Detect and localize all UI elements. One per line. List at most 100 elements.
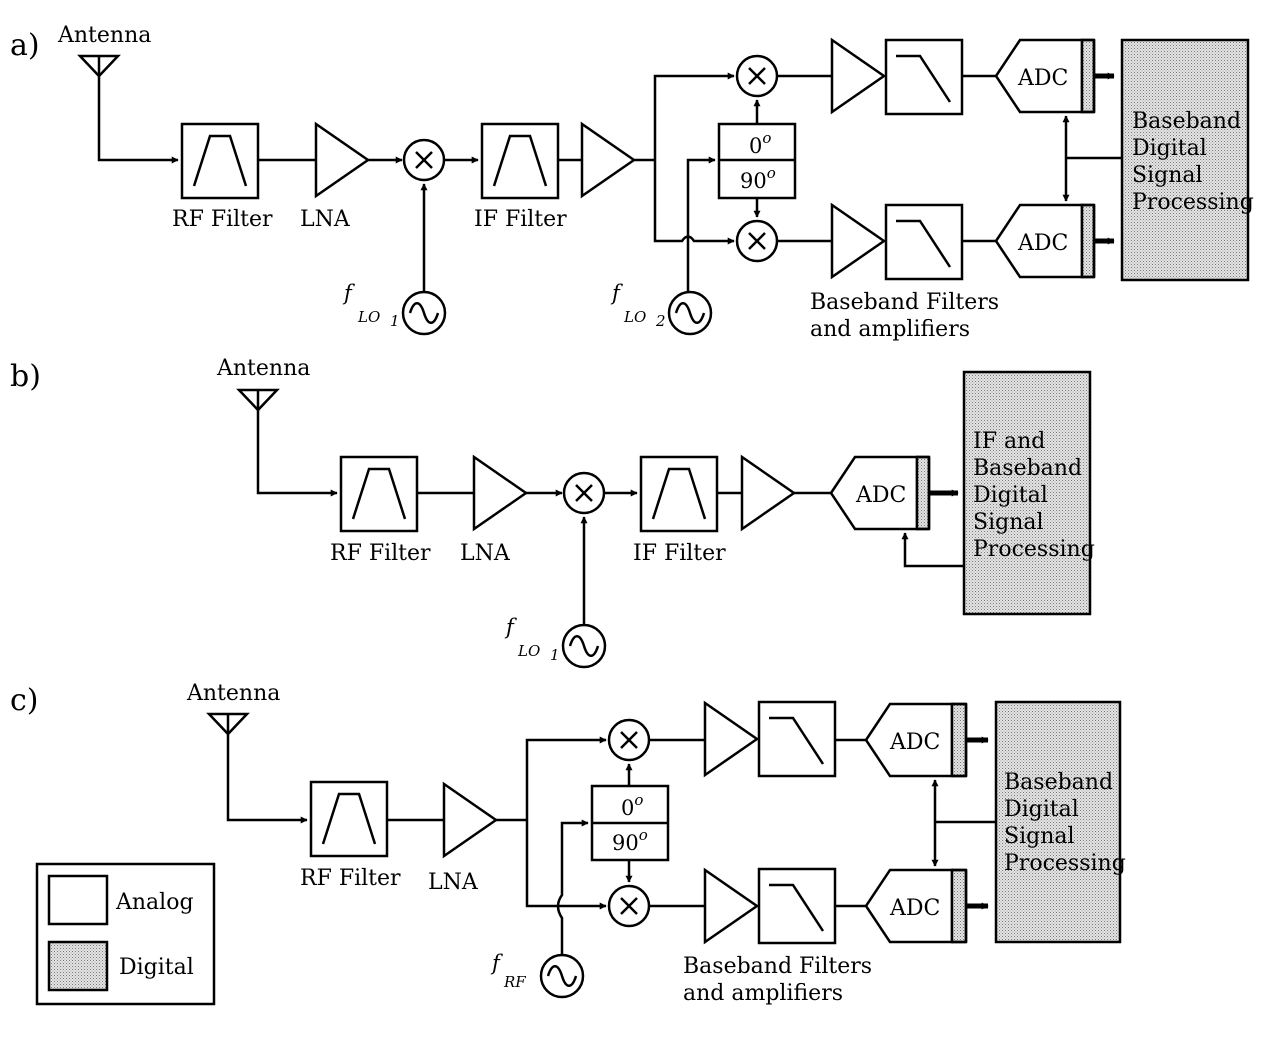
i-lowpass-filter-block <box>884 38 964 116</box>
phase-90-label: 90o <box>612 826 648 855</box>
adc-i-block <box>994 38 1096 114</box>
rf-filter-block <box>339 455 419 533</box>
bandpass-icon <box>192 134 248 187</box>
q-amplifier-icon <box>830 202 887 280</box>
bandpass-icon <box>321 792 377 845</box>
mixer-i-icon <box>735 54 779 98</box>
legend-analog-label: Analog <box>115 890 194 915</box>
antenna-icon <box>206 712 250 736</box>
dsp-line-1: Baseband <box>1132 109 1241 134</box>
lo1-subscript-number: 1 <box>390 312 400 330</box>
antenna-icon <box>236 388 280 412</box>
adc-block <box>829 455 931 531</box>
dsp-line-3: Signal <box>1004 824 1075 849</box>
if-filter-block <box>639 455 719 533</box>
legend-analog-swatch <box>47 874 109 926</box>
lowpass-icon <box>896 54 952 103</box>
bb-filters-label-1: Baseband Filters <box>810 290 999 315</box>
dsp-line-3: Signal <box>1132 163 1203 188</box>
dsp-line-4: Processing <box>1132 190 1254 215</box>
dsp-line-5: Processing <box>973 537 1095 562</box>
legend-digital-swatch <box>47 940 109 992</box>
lna-amplifier-icon <box>472 454 529 532</box>
legend-digital-label: Digital <box>119 955 194 980</box>
lo1-oscillator-icon <box>561 623 607 669</box>
adc-q-block <box>864 868 968 944</box>
legend: Analog Digital <box>35 862 216 1006</box>
mixer-q-icon <box>735 219 779 263</box>
rf-lo-label: f <box>490 951 503 975</box>
lo2-subscript: LO <box>623 308 646 326</box>
dsp-line-3: Digital <box>973 483 1048 508</box>
panel-label: b) <box>10 359 41 394</box>
adc-label: ADC <box>855 483 906 508</box>
dsp-line-1: IF and <box>973 429 1045 454</box>
lo1-label: f <box>342 281 355 305</box>
adc-i-block <box>864 702 968 778</box>
if-filter-block <box>480 122 560 200</box>
phase-splitter-block <box>590 784 670 862</box>
adc-q-block <box>994 203 1096 279</box>
bandpass-icon <box>651 467 707 520</box>
antenna-label: Antenna <box>57 23 151 48</box>
bb-filters-label-2: and amplifiers <box>683 981 843 1006</box>
panel-c: c) Antenna RF Filter LNA <box>10 681 1126 1006</box>
rf-filter-block <box>309 780 389 858</box>
lo2-subscript-number: 2 <box>655 312 666 330</box>
i-lowpass-filter-block <box>757 700 837 778</box>
adc-i-label: ADC <box>889 730 940 755</box>
panel-a: a) Antenna RF Filter LNA f L <box>10 23 1254 342</box>
if-amplifier-icon <box>580 121 637 199</box>
dsp-line-2: Digital <box>1132 136 1207 161</box>
lo2-label: f <box>610 281 623 305</box>
lo1-subscript-number: 1 <box>550 646 560 664</box>
dsp-line-1: Baseband <box>1004 770 1113 795</box>
rf-filter-block <box>180 122 260 200</box>
lo2-oscillator-icon <box>667 290 713 336</box>
phase-0-label: 0o <box>621 791 643 820</box>
dsp-line-4: Processing <box>1004 851 1126 876</box>
lna-label: LNA <box>428 870 479 895</box>
phase-0-label: 0o <box>749 129 771 158</box>
adc-i-label: ADC <box>1017 66 1068 91</box>
rf-filter-label: RF Filter <box>172 207 273 232</box>
adc-q-label: ADC <box>889 896 940 921</box>
dsp-block <box>994 700 1122 944</box>
dsp-block <box>1120 38 1250 282</box>
bandpass-icon <box>351 467 407 520</box>
rf-filter-label: RF Filter <box>330 541 431 566</box>
panel-label: a) <box>10 28 40 63</box>
lo1-label: f <box>504 615 517 639</box>
if-filter-label: IF Filter <box>633 541 726 566</box>
lo1-subscript: LO <box>517 642 540 660</box>
antenna-label: Antenna <box>216 356 310 381</box>
bb-filters-label-2: and amplifiers <box>810 317 970 342</box>
lowpass-icon <box>769 883 825 932</box>
panel-b: b) Antenna RF Filter LNA f LO 1 <box>10 356 1095 669</box>
phase-90-label: 90o <box>740 164 776 193</box>
rf-filter-label: RF Filter <box>300 866 401 891</box>
dsp-line-4: Signal <box>973 510 1044 535</box>
bb-filters-label-1: Baseband Filters <box>683 954 872 979</box>
lo1-subscript: LO <box>357 308 380 326</box>
bandpass-icon <box>492 134 548 187</box>
antenna-icon <box>77 54 121 78</box>
q-amplifier-icon <box>703 867 760 945</box>
dsp-block <box>962 370 1092 616</box>
rf-oscillator-icon <box>539 953 585 999</box>
antenna-label: Antenna <box>186 681 280 706</box>
dsp-line-2: Digital <box>1004 797 1079 822</box>
lowpass-icon <box>896 219 952 268</box>
lowpass-icon <box>769 716 825 765</box>
dsp-line-2: Baseband <box>973 456 1082 481</box>
q-lowpass-filter-block <box>884 203 964 281</box>
mixer-icon <box>562 471 606 515</box>
lna-amplifier-icon <box>442 781 499 859</box>
q-lowpass-filter-block <box>757 867 837 945</box>
phase-splitter-block <box>717 122 797 200</box>
lna-label: LNA <box>300 207 351 232</box>
adc-q-label: ADC <box>1017 231 1068 256</box>
lna-label: LNA <box>460 541 511 566</box>
mixer-icon <box>402 138 446 182</box>
